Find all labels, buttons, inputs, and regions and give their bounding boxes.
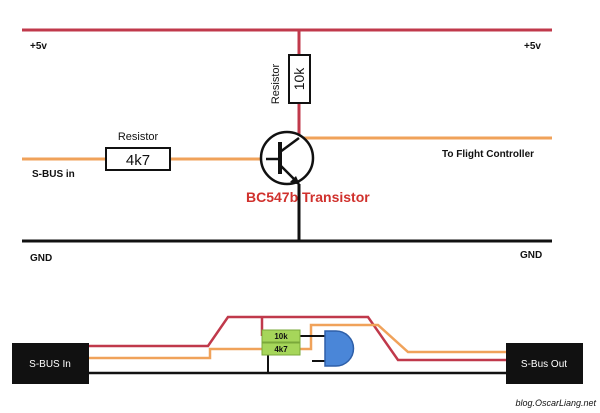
breadboard-resistor-10k	[261, 329, 301, 343]
breadboard-resistor-10k-label: 10k	[274, 332, 288, 341]
supply-label-left: +5v	[30, 41, 47, 52]
supply-label-right: +5v	[524, 41, 541, 52]
input-label: S-BUS in	[32, 169, 75, 180]
breadboard-wiring	[88, 315, 510, 375]
breadboard-transistor	[324, 330, 355, 367]
resistor-4k7-caption: Resistor	[118, 131, 159, 143]
breadboard-resistor-4k7	[261, 342, 301, 356]
ground-label-left: GND	[30, 253, 52, 264]
resistor-4k7-body	[105, 147, 171, 171]
sbus-in-label: S-BUS In	[29, 359, 71, 370]
sbus-in-box	[12, 343, 89, 384]
sbus-out-label: S-Bus Out	[521, 359, 567, 370]
watermark: blog.OscarLiang.net	[515, 398, 596, 408]
breadboard-resistor-4k7-label: 4k7	[274, 345, 288, 354]
resistor-10k-caption: Resistor	[270, 63, 282, 104]
ground-label-right: GND	[520, 250, 542, 261]
transistor-label: BC547b Transistor	[246, 189, 370, 205]
resistor-10k-body	[288, 54, 311, 104]
resistor-4k7-value: 4k7	[126, 152, 150, 169]
output-label: To Flight Controller	[442, 149, 534, 160]
transistor-symbol	[259, 130, 315, 186]
sbus-out-box	[506, 343, 583, 384]
resistor-10k-value: 10k	[291, 67, 307, 91]
